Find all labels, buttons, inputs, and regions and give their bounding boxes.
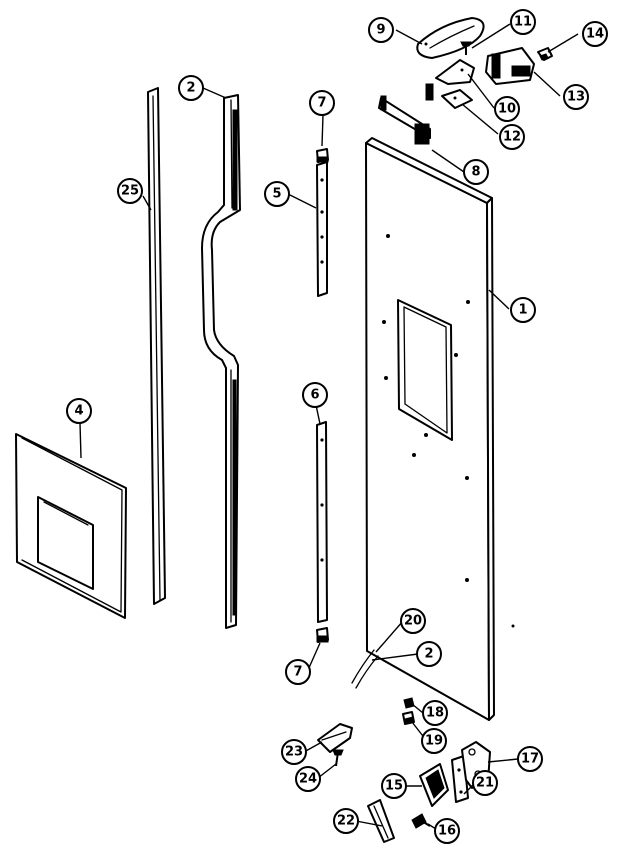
- wire-harness: [351, 649, 379, 689]
- callout-22: 22: [333, 808, 359, 834]
- upper-trim-strip: [316, 161, 328, 297]
- callout-7-top: 7: [309, 90, 335, 116]
- callout-16: 16: [434, 818, 460, 844]
- door-strip: [147, 87, 166, 605]
- door-cam: [419, 763, 449, 807]
- callout-16-label: 16: [438, 824, 456, 839]
- callout-25-label: 25: [121, 184, 139, 199]
- callout-9: 9: [368, 17, 394, 43]
- callout-7-top-label: 7: [317, 96, 326, 111]
- callout-2-handle-label: 2: [186, 81, 195, 96]
- screw: [460, 41, 472, 55]
- callout-14: 14: [582, 21, 608, 47]
- callout-14-label: 14: [586, 27, 604, 42]
- callout-19: 19: [421, 728, 447, 754]
- fastener-19: [402, 711, 415, 725]
- callout-17-label: 17: [521, 752, 539, 767]
- shim-plate: [441, 89, 473, 109]
- hinge-cover: [416, 17, 485, 59]
- callout-12: 12: [499, 124, 525, 150]
- door-wedge: [367, 799, 395, 843]
- callout-2-wire: 2: [416, 641, 442, 667]
- callout-23: 23: [281, 739, 307, 765]
- callout-25: 25: [117, 178, 143, 204]
- callout-12-label: 12: [503, 130, 521, 145]
- callout-13-label: 13: [567, 90, 585, 105]
- callout-21: 21: [472, 770, 498, 796]
- callout-7-bottom: 7: [285, 659, 311, 685]
- callout-15: 15: [381, 773, 407, 799]
- callout-24: 24: [295, 766, 321, 792]
- callout-4-label: 4: [74, 404, 83, 419]
- callout-20-label: 20: [404, 614, 422, 629]
- clip: [537, 47, 553, 61]
- callout-10-label: 10: [498, 102, 516, 117]
- cam-screw: [411, 813, 431, 829]
- callout-8: 8: [463, 159, 489, 185]
- callout-17: 17: [517, 746, 543, 772]
- dispenser-panel: [15, 433, 127, 619]
- callout-1: 1: [510, 297, 536, 323]
- bracket-screw: [332, 749, 344, 767]
- callout-6: 6: [302, 382, 328, 408]
- fastener-18: [403, 697, 415, 709]
- callout-2-handle: 2: [178, 75, 204, 101]
- callout-2-wire-label: 2: [424, 647, 433, 662]
- callout-10: 10: [494, 96, 520, 122]
- callout-21-label: 21: [476, 776, 494, 791]
- callout-4: 4: [66, 398, 92, 424]
- callout-13: 13: [563, 84, 589, 110]
- callout-6-label: 6: [310, 388, 319, 403]
- lower-trim-strip: [316, 421, 328, 623]
- callout-18: 18: [422, 700, 448, 726]
- callout-5: 5: [264, 181, 290, 207]
- hinge: [378, 95, 431, 145]
- leader-lines: [79, 23, 579, 830]
- mounting-bracket: [317, 723, 353, 753]
- callout-19-label: 19: [425, 734, 443, 749]
- callout-11-label: 11: [514, 15, 532, 30]
- callout-18-label: 18: [426, 706, 444, 721]
- callout-22-label: 22: [337, 814, 355, 829]
- callout-7-bottom-label: 7: [293, 665, 302, 680]
- callout-15-label: 15: [385, 779, 403, 794]
- end-cap-bottom: [316, 627, 329, 643]
- end-cap-top: [316, 148, 329, 163]
- callout-5-label: 5: [272, 187, 281, 202]
- callout-8-label: 8: [471, 165, 480, 180]
- callout-24-label: 24: [299, 772, 317, 787]
- door-handle: [201, 94, 241, 629]
- callout-11: 11: [510, 9, 536, 35]
- door-panel: [365, 137, 515, 721]
- callout-1-label: 1: [518, 303, 527, 318]
- hinge-bracket: [425, 59, 475, 101]
- hinge-block: [485, 47, 535, 85]
- callout-9-label: 9: [376, 23, 385, 38]
- callout-23-label: 23: [285, 745, 303, 760]
- callout-20: 20: [400, 608, 426, 634]
